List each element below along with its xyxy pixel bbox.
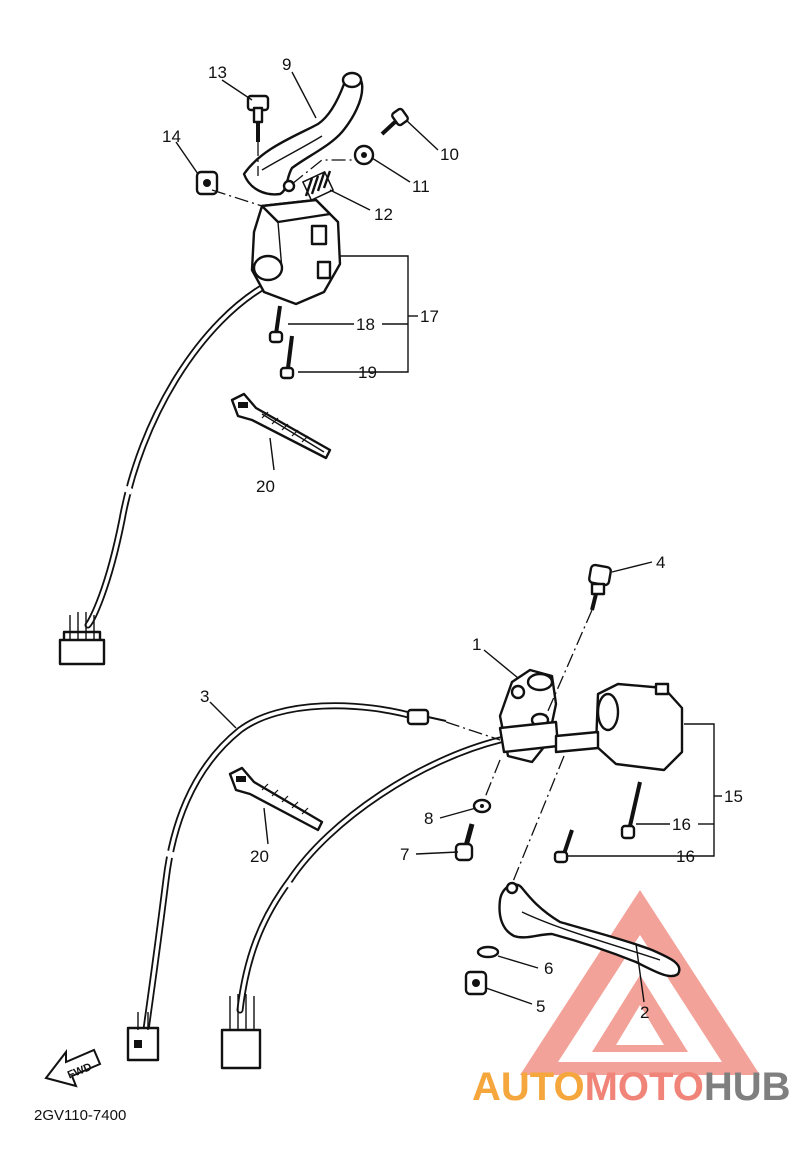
cable-tie-20-upper [230, 392, 332, 460]
label-18: 18 [356, 315, 375, 334]
label-8: 8 [424, 809, 433, 828]
label-10: 10 [440, 145, 459, 164]
screw-10 [380, 107, 409, 136]
watermark-logo [520, 890, 760, 1075]
right-switch-cable [236, 736, 504, 1014]
label-2: 2 [640, 1003, 649, 1022]
nut-11 [353, 144, 375, 166]
label-20-lower: 20 [250, 847, 269, 866]
watermark-part3: HUB [704, 1065, 791, 1109]
screw-19 [279, 335, 295, 380]
part-labels: 1 2 3 4 5 6 7 8 9 10 11 12 13 14 15 16 1… [162, 55, 743, 1022]
watermark-text: AUTOMOTOHUB [472, 1065, 791, 1109]
brake-lever-2 [498, 881, 681, 978]
label-11: 11 [412, 177, 430, 196]
label-9: 9 [282, 55, 291, 74]
lower-leader-lines [209, 561, 722, 1005]
label-1: 1 [472, 635, 481, 654]
nut-5 [464, 970, 488, 996]
screw-16a [620, 781, 642, 840]
label-6: 6 [544, 959, 553, 978]
bolt-13 [246, 94, 270, 142]
label-19: 19 [358, 363, 377, 382]
label-16b: 16 [676, 847, 695, 866]
spring-12 [301, 170, 335, 202]
label-5: 5 [536, 997, 545, 1016]
label-13: 13 [208, 63, 227, 82]
lever-bracket-1 [498, 668, 560, 764]
label-15: 15 [724, 787, 743, 806]
diagram-code: 2GV110-7400 [34, 1107, 126, 1124]
oring-6 [476, 945, 500, 959]
label-4: 4 [656, 553, 665, 572]
screw-18 [268, 305, 284, 344]
cable-tie-20-lower [228, 766, 324, 832]
throttle-cable-3 [142, 702, 447, 1034]
label-17: 17 [420, 307, 439, 326]
bolt-7 [454, 823, 475, 862]
watermark-part1: AUTO [472, 1065, 585, 1109]
label-7: 7 [400, 845, 409, 864]
clutch-lever-9 [242, 71, 364, 196]
left-switch-housing-17 [250, 198, 342, 306]
right-switch-coupler [220, 994, 262, 1070]
watermark-part2: MOTO [585, 1065, 704, 1109]
upper-leader-lines [175, 71, 439, 471]
screw-16b [553, 829, 574, 864]
label-14: 14 [162, 127, 181, 146]
upper-assembly-lines [211, 142, 354, 207]
right-switch-housing-15 [554, 682, 684, 772]
bolt-4 [588, 563, 612, 611]
label-16a: 16 [672, 815, 691, 834]
label-12: 12 [374, 205, 393, 224]
washer-8 [472, 798, 492, 814]
upper-switch-cable [84, 278, 276, 629]
upper-coupler [58, 612, 106, 666]
label-20-upper: 20 [256, 477, 275, 496]
lower-assembly-lines [445, 609, 593, 885]
fwd-arrow-icon: FWD [44, 1048, 102, 1088]
throttle-cable-coupler [126, 1012, 160, 1062]
nut-14 [195, 170, 219, 196]
label-3: 3 [200, 687, 209, 706]
